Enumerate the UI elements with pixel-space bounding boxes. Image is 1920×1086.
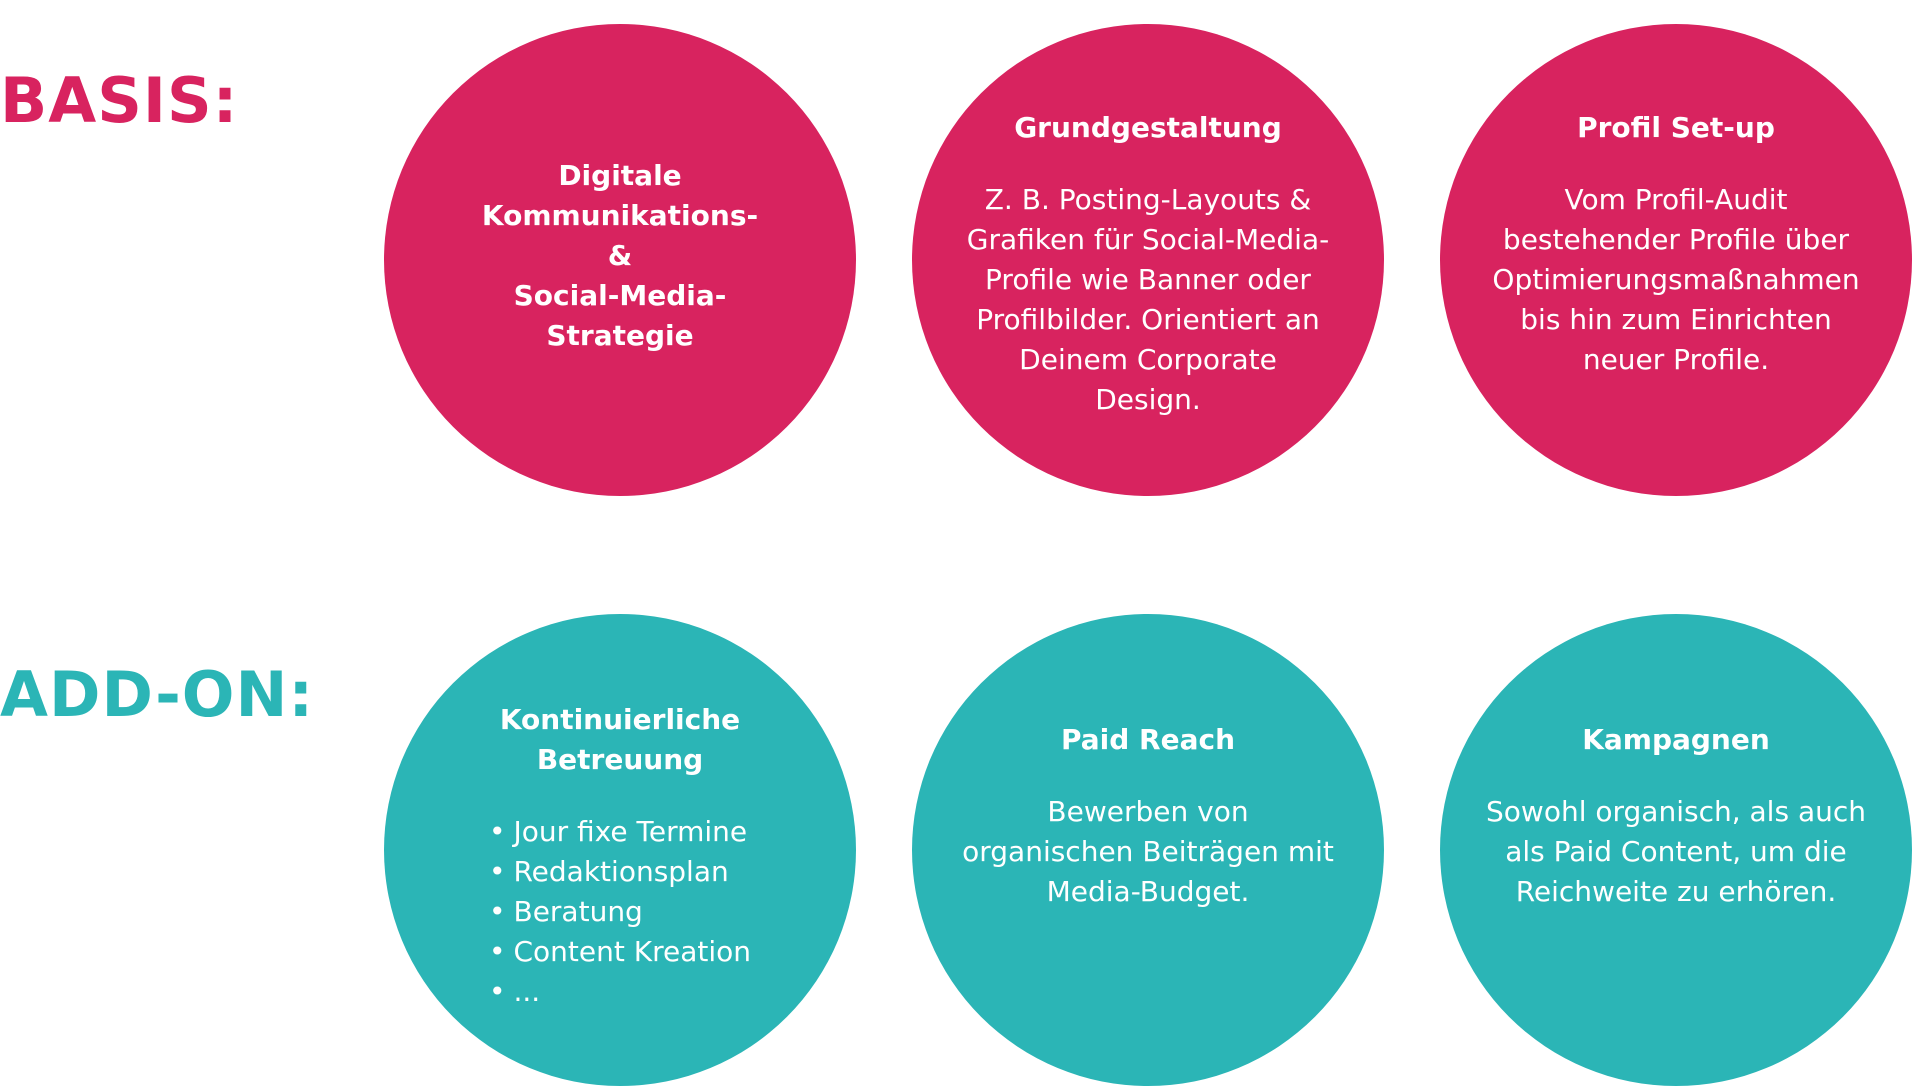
paid-reach-description-line: Media-Budget. (1046, 875, 1250, 908)
design-description: Z. B. Posting-Layouts & Grafiken für Soc… (942, 180, 1354, 420)
paid-reach-description-line: Bewerben von (1047, 795, 1249, 828)
profile-setup-description: Vom Profil-Audit bestehender Profile übe… (1470, 180, 1882, 380)
paid-reach-title: Paid Reach (1060, 723, 1236, 756)
design-description-line: Grafiken für Social-Media- (966, 223, 1330, 256)
profile-setup-description-line: Vom Profil-Audit (1564, 183, 1788, 216)
campaigns-circle: Kampagnen Sowohl organisch, als auch als… (1440, 614, 1912, 1086)
campaigns-description: Sowohl organisch, als auch als Paid Cont… (1470, 792, 1882, 912)
support-circle: Kontinuierliche Betreuung Jour fixe Term… (384, 614, 856, 1086)
campaigns-description-line: als Paid Content, um die (1505, 835, 1847, 868)
design-title: Grundgestaltung (1014, 111, 1282, 144)
support-title: Kontinuierliche Betreuung (499, 703, 741, 776)
design-description-line: Z. B. Posting-Layouts & (984, 183, 1312, 216)
profile-setup-description-line: Optimierungsmaßnahmen (1492, 263, 1860, 296)
strategy-title: Digitale Kommunikations- & Social-Media-… (481, 159, 759, 352)
profile-setup-description-line: bis hin zum Einrichten (1520, 303, 1832, 336)
design-description-line: Design. (1095, 383, 1201, 416)
strategy-circle: Digitale Kommunikations- & Social-Media-… (384, 24, 856, 496)
campaigns-description-line: Sowohl organisch, als auch (1486, 795, 1866, 828)
paid-reach-description: Bewerben von organischen Beiträgen mit M… (942, 792, 1354, 912)
design-circle: Grundgestaltung Z. B. Posting-Layouts & … (912, 24, 1384, 496)
support-bullet-item: Beratung (489, 892, 751, 932)
paid-reach-description-line: organischen Beiträgen mit (962, 835, 1334, 868)
support-bullet-item: Jour fixe Termine (489, 812, 751, 852)
support-bullet-list: Jour fixe Termine Redaktionsplan Beratun… (489, 812, 751, 1012)
addon-label: ADD-ON: (0, 658, 315, 731)
support-bullet-item: Redaktionsplan (489, 852, 751, 892)
support-bullet-item: Content Kreation (489, 932, 751, 972)
paid-reach-circle: Paid Reach Bewerben von organischen Beit… (912, 614, 1384, 1086)
design-description-line: Profilbilder. Orientiert an (976, 303, 1320, 336)
support-bullet-item: ... (489, 972, 751, 1012)
campaigns-description-line: Reichweite zu erhören. (1515, 875, 1837, 908)
profile-setup-description-line: bestehender Profile über (1502, 223, 1850, 256)
design-description-line: Deinem Corporate (1019, 343, 1277, 376)
profile-setup-description-line: neuer Profile. (1582, 343, 1770, 376)
profile-setup-title: Profil Set-up (1577, 111, 1775, 144)
basis-label: BASIS: (0, 64, 239, 137)
profile-setup-circle: Profil Set-up Vom Profil-Audit bestehend… (1440, 24, 1912, 496)
campaigns-title: Kampagnen (1582, 723, 1770, 756)
design-description-line: Profile wie Banner oder (985, 263, 1311, 296)
